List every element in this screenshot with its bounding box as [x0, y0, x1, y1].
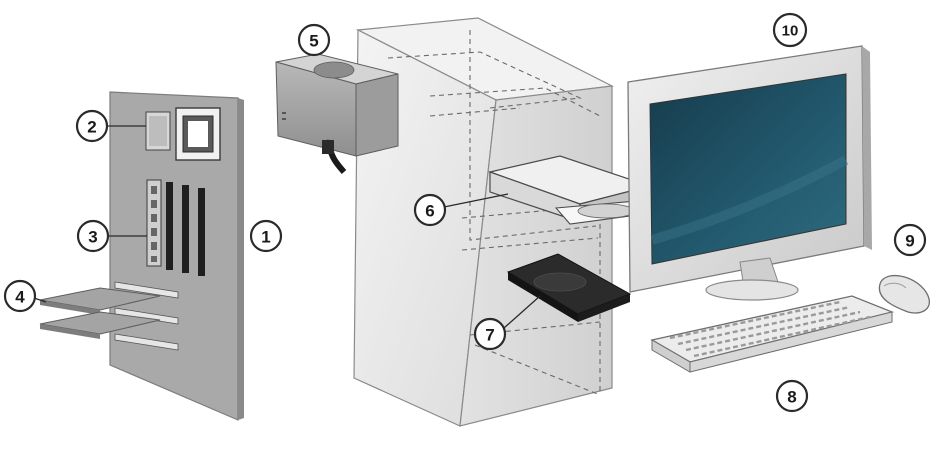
callout-motherboard: 1	[249, 219, 283, 253]
svg-text:8: 8	[787, 388, 796, 407]
svg-text:1: 1	[261, 228, 270, 247]
svg-text:3: 3	[88, 228, 97, 247]
svg-text:4: 4	[15, 288, 25, 307]
mouse-icon	[878, 274, 931, 314]
callout-cpu: 2	[75, 109, 109, 143]
monitor-icon	[627, 45, 872, 301]
leader-line-hard-drive	[503, 295, 541, 329]
ram-icon	[146, 179, 205, 276]
svg-text:5: 5	[309, 32, 318, 51]
expansion-card-icon	[39, 287, 161, 339]
optical-drive-icon	[487, 155, 662, 225]
callout-keyboard: 8	[775, 379, 809, 413]
motherboard-icon	[109, 91, 244, 421]
leader-line-optical-drive	[443, 193, 509, 208]
callout-monitor: 10	[772, 12, 808, 48]
callout-mouse: 9	[893, 223, 927, 257]
leader-line-expansion-cards	[33, 297, 47, 303]
keyboard-icon	[650, 295, 895, 373]
svg-text:2: 2	[87, 118, 96, 137]
callout-ram: 3	[76, 219, 110, 253]
svg-text:7: 7	[485, 326, 494, 345]
callout-expansion-cards: 4	[3, 279, 37, 313]
cpu-icon	[145, 107, 221, 161]
callout-power-supply: 5	[297, 23, 331, 57]
hard-drive-icon	[506, 253, 632, 322]
svg-text:10: 10	[782, 23, 799, 40]
callout-hard-drive: 7	[473, 317, 507, 351]
power-supply-icon	[275, 53, 399, 174]
callout-optical-drive: 6	[413, 193, 447, 227]
svg-text:9: 9	[905, 232, 914, 251]
svg-text:6: 6	[425, 202, 434, 221]
